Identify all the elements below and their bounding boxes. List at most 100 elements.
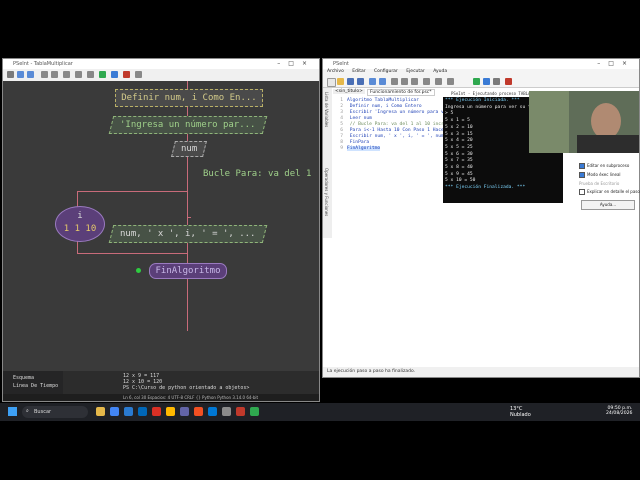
app-icon[interactable]	[152, 407, 161, 416]
ide-toolbar	[323, 77, 639, 88]
app3-icon[interactable]	[250, 407, 259, 416]
folder-icon[interactable]	[166, 407, 175, 416]
window-controls[interactable]: –□×	[277, 60, 315, 67]
code-text: Para i<-1 Hasta 10 Con Paso 1 Hacer	[347, 128, 447, 133]
menu-archivo[interactable]: Archivo	[327, 69, 344, 74]
indent-icon[interactable]	[423, 78, 430, 85]
weather-widget[interactable]: 13°C Nublado	[510, 406, 531, 418]
colors-icon[interactable]	[75, 71, 82, 78]
edit-icon[interactable]	[87, 71, 94, 78]
teams-icon[interactable]	[180, 407, 189, 416]
search-box[interactable]: ⌕ Buscar	[22, 406, 88, 418]
escribir-box[interactable]: 'Ingresa un número par...	[108, 116, 268, 134]
paste-icon[interactable]	[411, 78, 418, 85]
file-explorer-icon[interactable]	[96, 407, 105, 416]
tab-sin-titulo[interactable]: <sin_titulo>	[333, 89, 365, 94]
menu-editar[interactable]: Editar	[352, 69, 366, 74]
help-button[interactable]: Ayuda...	[581, 200, 635, 210]
help-icon[interactable]	[135, 71, 142, 78]
windows-taskbar: ⌕ Buscar 13°C Nublado 09:50 p.m. 24/08/2…	[0, 403, 640, 421]
leer-box[interactable]: num	[171, 141, 207, 157]
pseint-icon[interactable]	[236, 407, 245, 416]
code-line[interactable]: 4 Leer num	[333, 116, 372, 122]
flowchart-icon[interactable]	[493, 78, 500, 85]
comments-icon[interactable]	[63, 71, 70, 78]
new-file-icon[interactable]	[327, 78, 336, 87]
store-icon[interactable]	[138, 407, 147, 416]
chrome-icon[interactable]	[110, 407, 119, 416]
code-text: FinPara	[347, 140, 370, 145]
stop-icon[interactable]	[123, 71, 130, 78]
ide-title: PSeInt	[333, 61, 349, 67]
code-text: FinAlgoritmo	[347, 146, 381, 151]
code-line[interactable]: 7 Escribir num, ' x ', i, ' = ', num*i	[333, 134, 449, 140]
open-icon[interactable]	[337, 78, 344, 85]
console-title: PSeInt - Ejecutando proceso TABLAMULT	[451, 91, 541, 96]
zoom-in-icon[interactable]	[41, 71, 48, 78]
fin-algoritmo-box[interactable]: FinAlgoritmo	[149, 263, 227, 279]
save-icon[interactable]	[347, 78, 354, 85]
zoom-out-icon[interactable]	[51, 71, 58, 78]
copy-icon[interactable]	[401, 78, 408, 85]
search-icon[interactable]	[435, 78, 442, 85]
loop-ellipse[interactable]: i 1 1 10	[55, 206, 105, 242]
code-line[interactable]: 2 Definir num, i Como Entero	[333, 104, 421, 110]
console-titlebar: PSeInt - Ejecutando proceso TABLAMULT	[443, 89, 563, 97]
weather-desc: Nublado	[510, 412, 531, 418]
run-icon[interactable]	[99, 71, 106, 78]
menu-configurar[interactable]: Configurar	[374, 69, 398, 74]
tab-operators[interactable]: Operadores y Funciones	[324, 168, 329, 217]
step-icon[interactable]	[483, 78, 490, 85]
vscode-icon[interactable]	[124, 407, 133, 416]
save-as-icon[interactable]	[357, 78, 364, 85]
loop-line-top	[77, 191, 187, 192]
terminal-line: 12 x 10 = 120	[123, 379, 163, 385]
ide-titlebar: PSeInt –□×	[323, 59, 639, 69]
clock[interactable]: 09:50 p.m. 24/08/2026	[606, 406, 632, 416]
cut-icon[interactable]	[391, 78, 398, 85]
code-line[interactable]: 6 Para i<-1 Hasta 10 Con Paso 1 Hacer	[333, 128, 447, 134]
run-icon[interactable]	[473, 78, 480, 85]
option-modo-exec[interactable]: Modo éxec lineal	[579, 172, 621, 178]
definir-box[interactable]: Definir num, i Como En...	[115, 89, 263, 107]
edge-icon[interactable]	[208, 407, 217, 416]
app2-icon[interactable]	[194, 407, 203, 416]
settings-icon[interactable]	[222, 407, 231, 416]
ide-menubar: Archivo Editar Configurar Ejecutar Ayuda	[323, 69, 639, 77]
menu-ejecutar[interactable]: Ejecutar	[406, 69, 425, 74]
help-icon[interactable]	[505, 78, 512, 85]
step-icon[interactable]	[111, 71, 118, 78]
line-number: 4	[340, 116, 343, 121]
redo-icon[interactable]	[379, 78, 386, 85]
option-explicar-detalle[interactable]: Explicar en detalle el paso	[579, 189, 640, 195]
console-line: 5 x 10 = 50	[445, 178, 476, 184]
line-number: 5	[340, 122, 343, 127]
sidebar-timeline[interactable]: Línea De Tiempo	[13, 383, 59, 389]
code-line[interactable]: 5 // Bucle Para: va del 1 al 10 incremen…	[333, 122, 460, 128]
person-face	[591, 103, 621, 139]
sidebar-outline[interactable]: Esquema	[13, 375, 35, 381]
tab-variables[interactable]: Lista de Variables	[324, 92, 329, 128]
zoom-icon[interactable]	[7, 71, 14, 78]
loop-comment: Bucle Para: va del 1	[203, 169, 312, 179]
menu-ayuda[interactable]: Ayuda	[433, 69, 448, 74]
redo-icon[interactable]	[27, 71, 34, 78]
clock-date: 24/08/2026	[606, 411, 633, 416]
start-icon[interactable]	[8, 407, 17, 416]
console-line: 5 x 5 = 25	[445, 144, 473, 150]
undo-icon[interactable]	[369, 78, 376, 85]
code-line[interactable]: 8 FinPara	[333, 140, 369, 146]
code-text: Leer num	[347, 116, 372, 121]
undo-icon[interactable]	[17, 71, 24, 78]
option-prueba-escritorio[interactable]: Prueba de Escritorio	[579, 181, 620, 186]
option-editar-subproceso[interactable]: Editar en subproceso	[579, 163, 629, 169]
replace-icon[interactable]	[447, 78, 454, 85]
code-line[interactable]: 3 Escribir 'Ingresa un número para ver s…	[333, 110, 477, 116]
window-controls[interactable]: –□×	[597, 60, 635, 67]
loop-line-bottom	[77, 253, 187, 254]
escribir2-box[interactable]: num, ' x ', i, ' = ', ...	[108, 225, 268, 243]
tab-funcionamiento[interactable]: Funcionamiento de for.psc*	[367, 89, 435, 96]
